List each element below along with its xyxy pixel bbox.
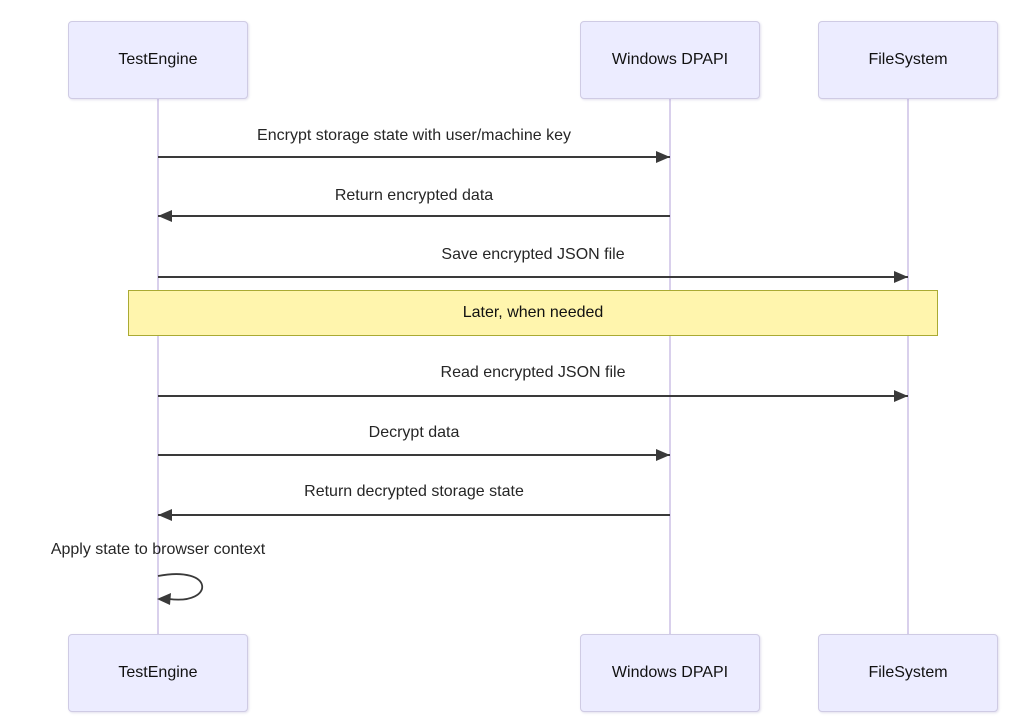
message-label-return-decrypted-state: Return decrypted storage state: [304, 483, 524, 500]
arrowhead-right-icon: [894, 390, 908, 402]
actor-label: Windows DPAPI: [611, 664, 729, 681]
arrow-line: [158, 215, 670, 217]
message-arrow-save-encrypted-json: [158, 271, 908, 284]
message-label-apply-state: Apply state to browser context: [50, 541, 266, 558]
message-arrow-return-encrypted-data: [158, 210, 670, 223]
actor-label: FileSystem: [868, 664, 948, 681]
actor-label: TestEngine: [118, 51, 198, 68]
message-arrow-return-decrypted-state: [158, 509, 670, 522]
message-arrow-encrypt-storage-state: [158, 151, 670, 164]
message-arrow-read-encrypted-json: [158, 390, 908, 403]
actor-label: Windows DPAPI: [611, 51, 729, 68]
arrowhead-right-icon: [656, 449, 670, 461]
note-label: Later, when needed: [462, 304, 604, 321]
self-loop-line: [157, 573, 204, 601]
arrowhead-right-icon: [894, 271, 908, 283]
message-label-return-encrypted-data: Return encrypted data: [334, 187, 494, 204]
note-later-when-needed: Later, when needed: [128, 290, 938, 336]
arrowhead-left-icon: [158, 509, 172, 521]
arrow-line: [158, 276, 908, 278]
arrowhead-left-icon: [157, 593, 171, 605]
arrow-line: [158, 156, 670, 158]
arrow-line: [158, 454, 670, 456]
lifeline-testengine: [157, 99, 159, 634]
actor-bottom-testengine: TestEngine: [68, 634, 248, 712]
arrowhead-left-icon: [158, 210, 172, 222]
message-arrow-decrypt-data: [158, 449, 670, 462]
actor-top-filesystem: FileSystem: [818, 21, 998, 99]
actor-bottom-filesystem: FileSystem: [818, 634, 998, 712]
message-label-save-encrypted-json: Save encrypted JSON file: [441, 246, 625, 263]
message-label-read-encrypted-json: Read encrypted JSON file: [440, 364, 626, 381]
arrowhead-right-icon: [656, 151, 670, 163]
arrow-line: [158, 395, 908, 397]
actor-top-windows-dpapi: Windows DPAPI: [580, 21, 760, 99]
arrow-line: [158, 514, 670, 516]
actor-label: TestEngine: [118, 664, 198, 681]
lifeline-filesystem: [907, 99, 909, 634]
lifeline-windows-dpapi: [669, 99, 671, 634]
actor-top-testengine: TestEngine: [68, 21, 248, 99]
actor-label: FileSystem: [868, 51, 948, 68]
message-label-encrypt-storage-state: Encrypt storage state with user/machine …: [257, 127, 571, 144]
actor-bottom-windows-dpapi: Windows DPAPI: [580, 634, 760, 712]
self-message-loop: [157, 573, 204, 605]
message-label-decrypt-data: Decrypt data: [368, 424, 460, 441]
